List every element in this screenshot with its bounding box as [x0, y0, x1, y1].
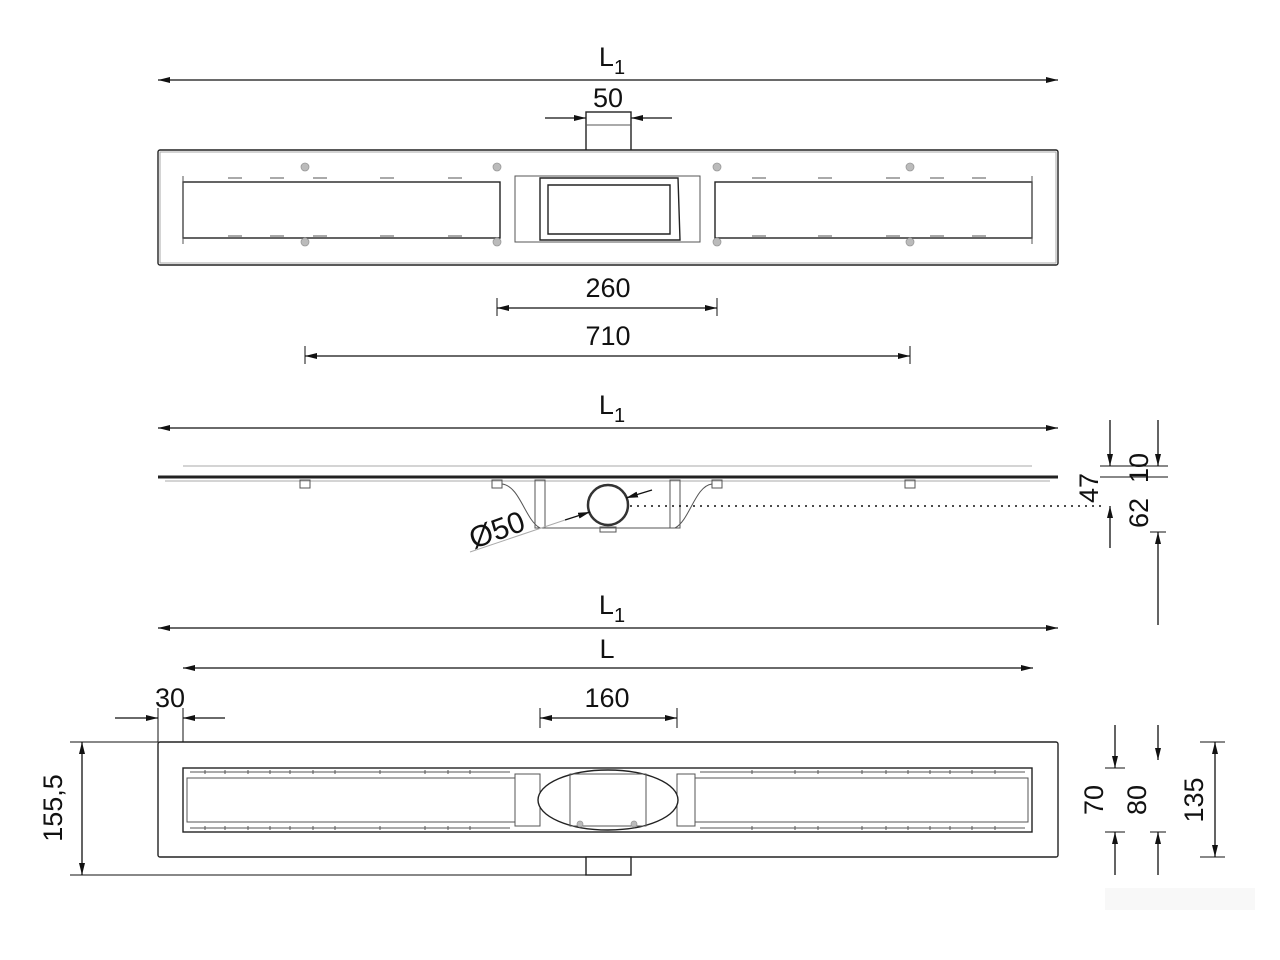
label-155-5: 155,5 [38, 774, 68, 842]
label-l: L [599, 634, 614, 664]
fixing-points [300, 162, 915, 247]
label-l1-bottom: L1 [599, 590, 625, 627]
side-view: L1 Ø50 47 10 62 [158, 390, 1168, 625]
center-cover [539, 177, 681, 241]
center-outlet-cover [537, 769, 679, 831]
label-160: 160 [584, 683, 629, 713]
watermark [1105, 888, 1255, 910]
label-l1-top: L1 [599, 42, 625, 79]
bottom-view: L1 L 30 160 155,5 70 80 [38, 590, 1225, 876]
grate-right [714, 181, 1033, 239]
label-70: 70 [1079, 785, 1109, 815]
label-80: 80 [1122, 785, 1152, 815]
grate-left [182, 181, 501, 239]
label-62: 62 [1124, 498, 1154, 528]
label-260: 260 [585, 273, 630, 303]
outlet-pipe-section [586, 483, 630, 527]
label-outlet-width: 50 [593, 83, 623, 113]
label-47: 47 [1074, 473, 1104, 503]
label-30: 30 [155, 683, 185, 713]
outlet-stub [585, 856, 632, 876]
label-l1-side: L1 [599, 390, 625, 427]
label-710: 710 [585, 321, 630, 351]
top-view: L1 50 260 710 [157, 42, 1059, 364]
label-10: 10 [1124, 453, 1154, 483]
center-box [514, 175, 701, 243]
label-diameter-50: Ø50 [465, 505, 530, 555]
label-135: 135 [1179, 777, 1209, 822]
